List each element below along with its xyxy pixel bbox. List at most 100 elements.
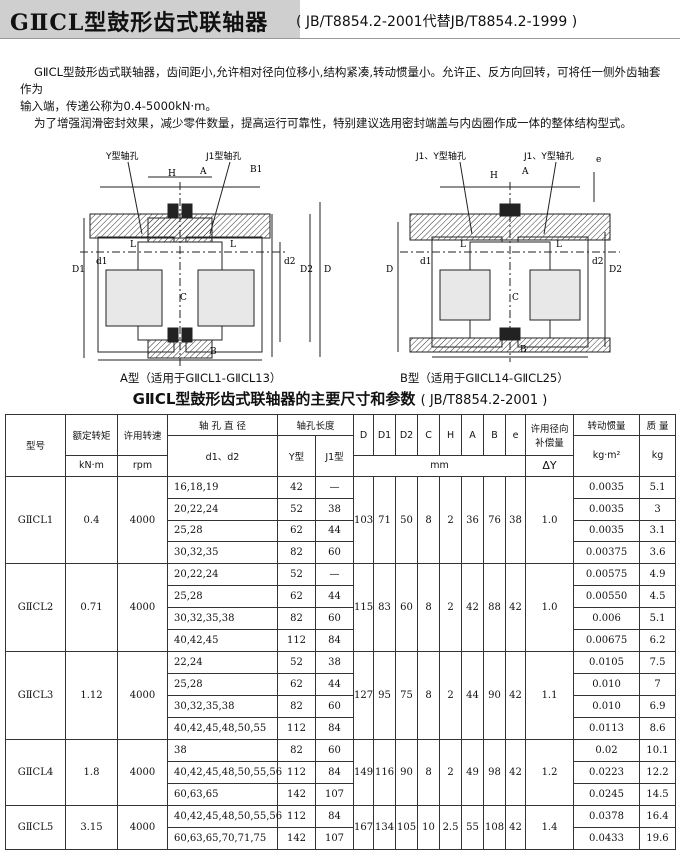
header-displacement-unit: ΔY: [525, 455, 575, 477]
cell-speed: 4000: [117, 563, 168, 653]
cell-length-j1: 38: [314, 651, 355, 675]
cell-e: 42: [505, 804, 527, 851]
cell-length-y: 62: [277, 519, 316, 543]
cell-dy: 1.0: [525, 563, 575, 653]
cell-mass: 3: [639, 497, 677, 521]
cell-bore-diameter: 30,32,35,38: [167, 695, 278, 719]
cell-length-j1: 44: [314, 519, 355, 543]
label-a-D2: D2: [300, 265, 313, 275]
label-a-d1: d1: [96, 257, 108, 267]
cell-length-y: 62: [277, 585, 316, 609]
cell-speed: 4000: [117, 804, 168, 851]
cell-c: 10: [417, 804, 441, 851]
cell-length-y: 112: [277, 717, 316, 741]
cell-bore-diameter: 60,63,65,70,71,75: [167, 826, 278, 851]
cell-bore-diameter: 25,28: [167, 519, 278, 543]
cell-inertia: 0.0035: [573, 475, 641, 499]
cell-bore-diameter: 30,32,35,38: [167, 607, 278, 631]
cell-d: 115: [353, 563, 375, 653]
cell-d2: 90: [395, 739, 419, 806]
label-a-H: H: [168, 169, 176, 179]
title-background: [0, 0, 300, 38]
label-b-d2: d2: [592, 257, 604, 267]
cell-length-j1: 60: [314, 607, 355, 631]
cell-inertia: 0.0378: [573, 804, 641, 828]
cell-inertia: 0.00550: [573, 585, 641, 609]
cell-d1: 71: [373, 475, 397, 565]
header-mm: mm: [353, 455, 527, 477]
cell-mass: 10.1: [639, 739, 677, 762]
cell-e: 42: [505, 563, 527, 653]
header-displacement: 许用径向 补偿量: [525, 413, 575, 457]
cell-length-j1: 38: [314, 497, 355, 521]
header-bore: 轴 孔 直 径: [167, 414, 278, 436]
cell-speed: 4000: [117, 651, 168, 741]
cell-dy: 1.0: [525, 475, 575, 565]
header-inertia: 转动惯量: [573, 414, 641, 436]
title-bar: GⅡCL型鼓形齿式联轴器 ( JB/T8854.2-2001代替JB/T8854…: [0, 0, 680, 39]
header-D1: D1: [373, 413, 397, 457]
cell-bore-diameter: 20,22,24: [167, 497, 278, 521]
header-B: B: [483, 413, 507, 457]
cell-length-j1: 60: [314, 739, 355, 762]
cell-dy: 1.1: [525, 651, 575, 741]
cell-length-y: 82: [277, 541, 316, 565]
label-a-hole1: Y型轴孔: [105, 150, 139, 162]
cell-length-j1: —: [314, 563, 355, 587]
cell-mass: 5.1: [639, 607, 677, 631]
coupling-drawing: Y型轴孔 J1型轴孔 H A B1 L L D1 d1 d2 D2 D C B: [72, 150, 622, 367]
cell-bore-diameter: 38: [167, 739, 278, 762]
cell-a: 44: [461, 651, 485, 741]
cell-inertia: 0.0223: [573, 760, 641, 784]
label-b-B: B: [520, 345, 527, 355]
cell-b: 90: [483, 651, 507, 741]
label-b-L-left: L: [460, 240, 466, 250]
cell-length-y: 42: [277, 475, 316, 499]
cell-inertia: 0.0035: [573, 497, 641, 521]
cell-length-y: 82: [277, 739, 316, 762]
header-bore-length: 轴孔长度: [276, 414, 355, 436]
cell-length-j1: 60: [314, 695, 355, 719]
cell-bore-diameter: 40,42,45: [167, 629, 278, 653]
label-b-H: H: [490, 171, 498, 181]
label-b-L-right: L: [556, 240, 562, 250]
cell-length-j1: 84: [314, 804, 355, 828]
header-speed-unit: rpm: [117, 455, 168, 477]
cell-model: GⅡCL5: [5, 804, 66, 851]
label-a-hole2: J1型轴孔: [205, 150, 241, 162]
cell-inertia: 0.0035: [573, 519, 641, 543]
cell-mass: 14.5: [639, 782, 677, 806]
header-len-y: Y型: [277, 434, 316, 477]
cell-h: 2: [439, 651, 463, 741]
header-displacement-1: 许用径向: [530, 424, 569, 436]
cell-mass: 16.4: [639, 804, 677, 828]
header-row-2: d1、d2 Y型 J1型 kg·m² kg: [6, 434, 677, 477]
label-b-hole1: J1、Y型轴孔: [415, 150, 466, 162]
header-A: A: [461, 413, 485, 457]
cell-mass: 3.6: [639, 541, 677, 565]
cell-length-y: 82: [277, 607, 316, 631]
cell-bore-diameter: 30,32,35: [167, 541, 278, 565]
header-displacement-2: 补偿量: [535, 438, 564, 450]
label-b-d1: d1: [420, 257, 432, 267]
cell-length-y: 52: [277, 651, 316, 675]
cell-e: 38: [505, 475, 527, 565]
cell-inertia: 0.0113: [573, 717, 641, 741]
cell-length-y: 142: [277, 826, 316, 851]
cell-torque: 1.8: [65, 739, 118, 806]
cell-h: 2: [439, 475, 463, 565]
cell-length-j1: —: [314, 475, 355, 499]
label-a-d2: d2: [284, 257, 296, 267]
cell-d: 127: [353, 651, 375, 741]
cell-bore-diameter: 16,18,19: [167, 475, 278, 499]
cell-length-y: 52: [277, 497, 316, 521]
cell-inertia: 0.0245: [573, 782, 641, 806]
cell-torque: 1.12: [65, 651, 118, 741]
